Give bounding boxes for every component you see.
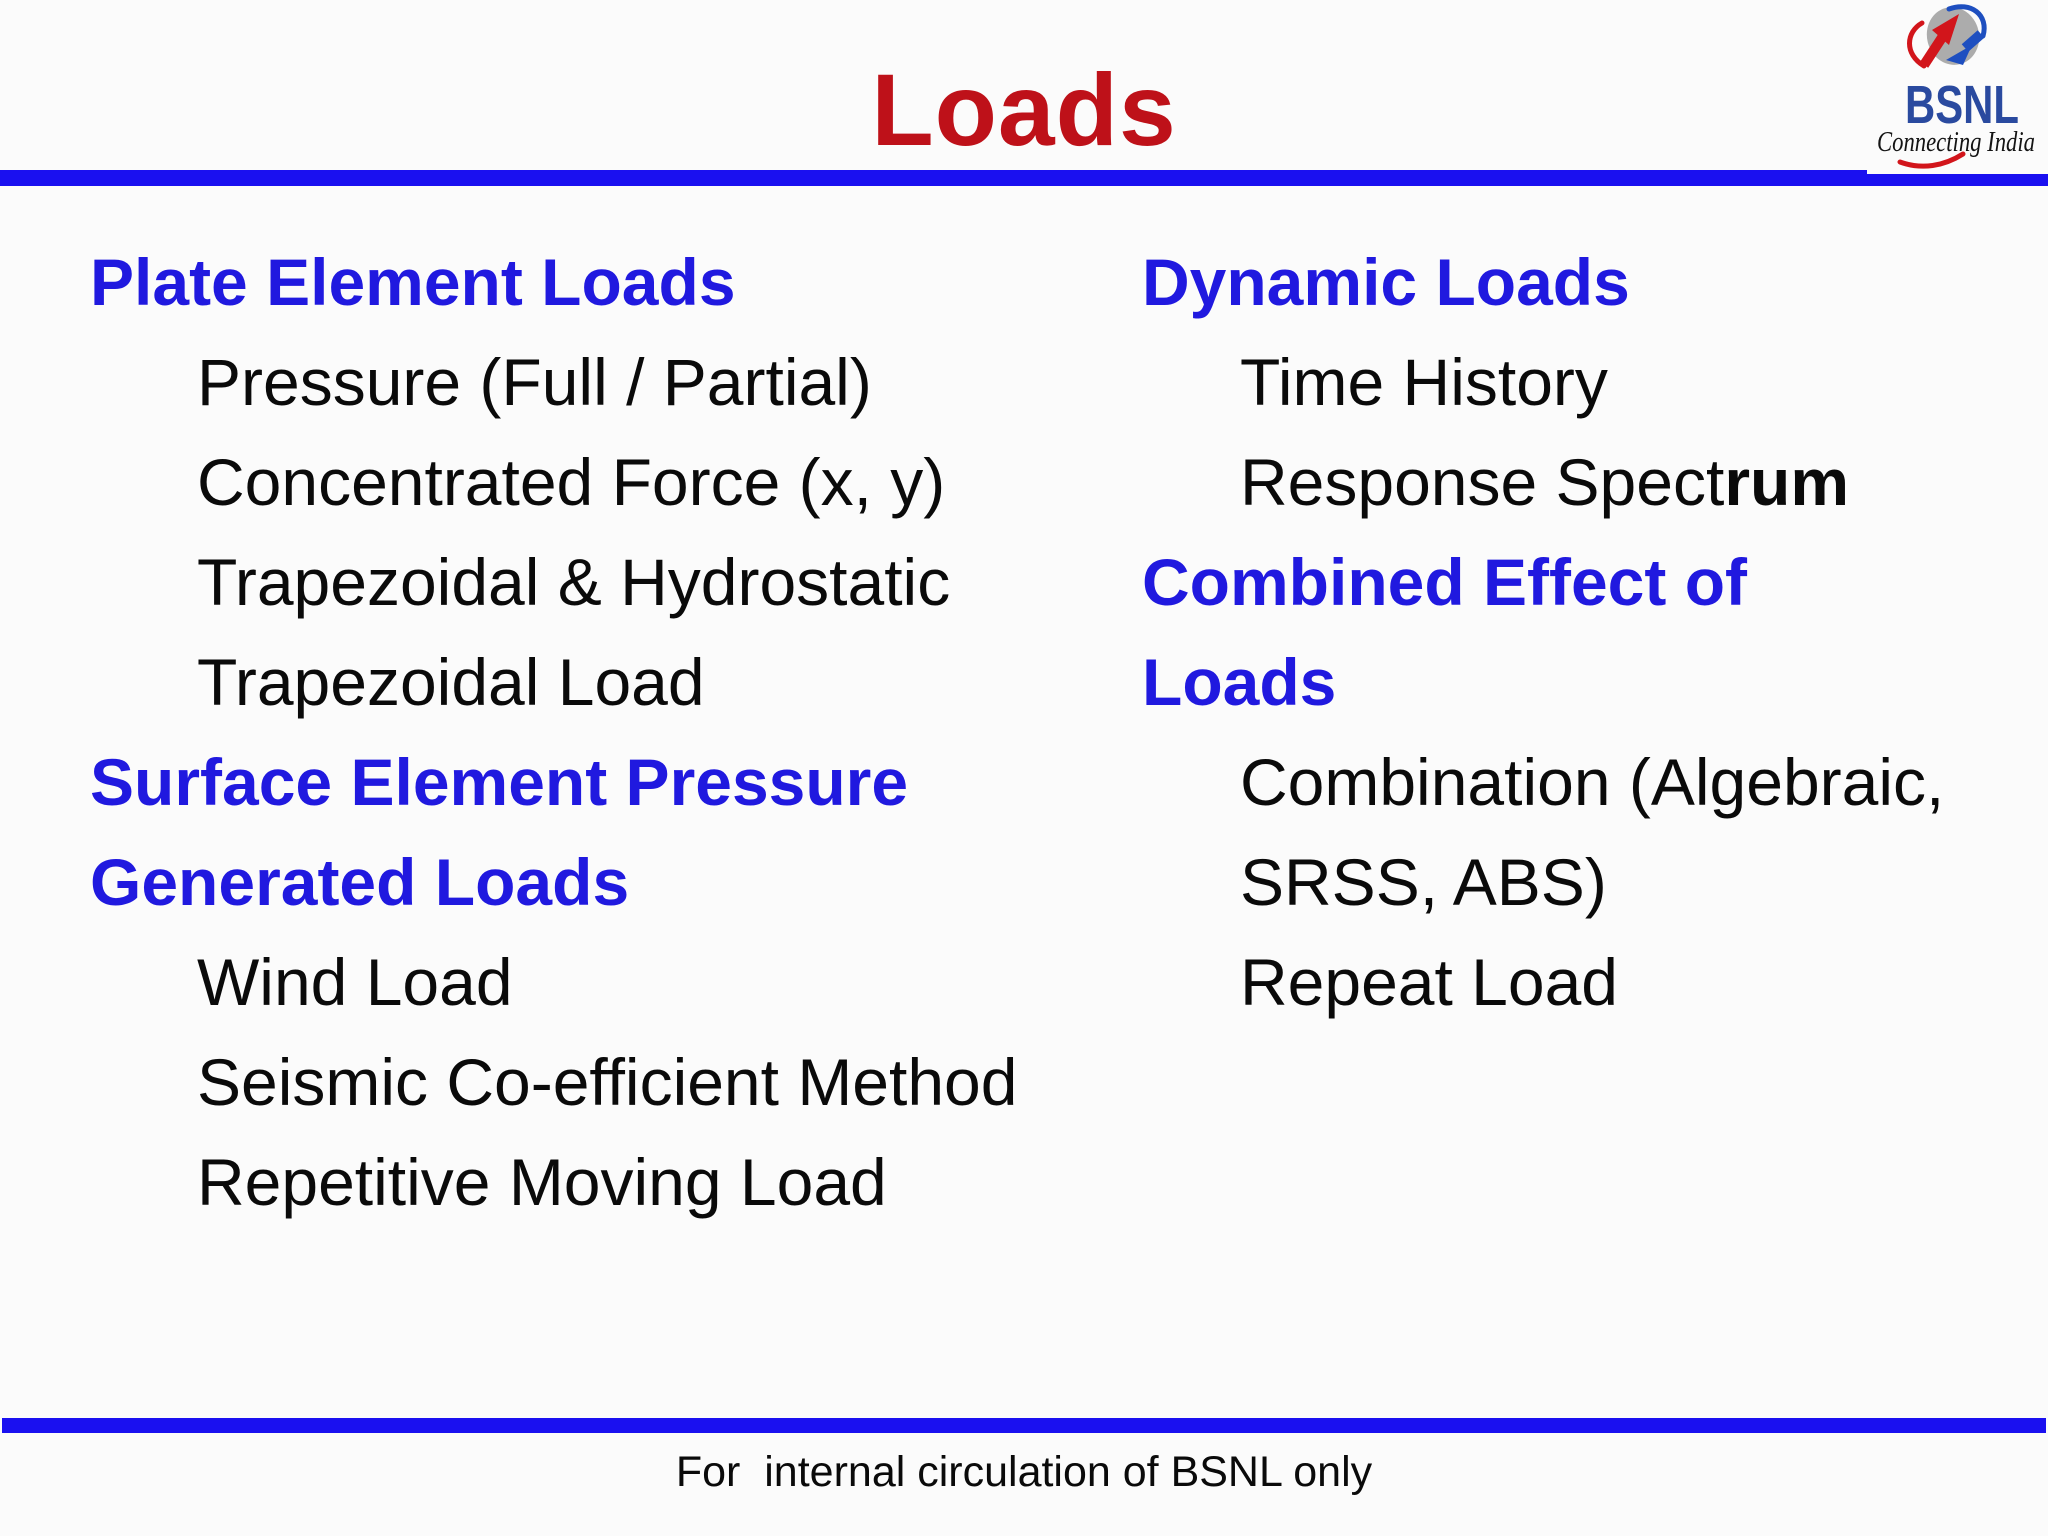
footer-note: For internal circulation of BSNL only — [675, 1448, 1373, 1496]
bullet-item: Concentrated Force (x, y) — [197, 445, 946, 519]
bullet-item: Combination (Algebraic, — [1240, 745, 1945, 819]
logo-red-arrow-shaft-icon — [1919, 33, 1948, 68]
logo-tagline-underline-icon — [1897, 151, 1966, 169]
bullet-heading: Surface Element Pressure — [90, 745, 909, 819]
bullet-item: Seismic Co-efficient Method — [197, 1045, 1018, 1119]
bullet-item: Repeat Load — [1240, 945, 1618, 1019]
logo-blue-swoosh-icon — [1946, 4, 1987, 39]
title-divider-line-right-segment — [1867, 174, 2048, 186]
footer-divider-line — [2, 1418, 2046, 1433]
bullet-heading: Loads — [1142, 645, 1337, 719]
logo-wordmark: BSNL — [1905, 75, 2019, 135]
bullet-heading: Plate Element Loads — [90, 245, 736, 319]
bullet-item: Pressure (Full / Partial) — [197, 345, 872, 419]
bullet-heading: Dynamic Loads — [1142, 245, 1630, 319]
page-title: Loads — [871, 53, 1177, 167]
bullet-item: Response Spectrum — [1142, 432, 1944, 532]
bullet-item: Wind Load — [197, 945, 513, 1019]
bullet-item: SRSS, ABS) — [1240, 845, 1607, 919]
logo-tagline: Connecting India — [1877, 126, 2035, 158]
bullet-item: Trapezoidal & Hydrostatic — [197, 545, 951, 619]
logo-blue-arrow-shaft-icon — [1961, 30, 1985, 52]
logo-red-swoosh-icon — [1907, 20, 1927, 69]
bullet-item: Trapezoidal Load — [197, 645, 705, 719]
bullet-item: Time History — [1240, 345, 1608, 419]
bsnl-logo: BSNL Connecting India — [1877, 4, 2035, 169]
logo-blue-arrowhead-icon — [1946, 45, 1972, 65]
bullet-item-part: Response Spect — [1240, 445, 1725, 519]
bullet-item: Repetitive Moving Load — [197, 1145, 887, 1219]
bullet-heading: Combined Effect of — [1142, 545, 1747, 619]
bullet-item-part: rum — [1724, 445, 1849, 519]
title-divider-line — [0, 170, 1867, 186]
bullet-heading: Generated Loads — [90, 845, 630, 919]
logo-red-arrowhead-icon — [1932, 14, 1959, 45]
